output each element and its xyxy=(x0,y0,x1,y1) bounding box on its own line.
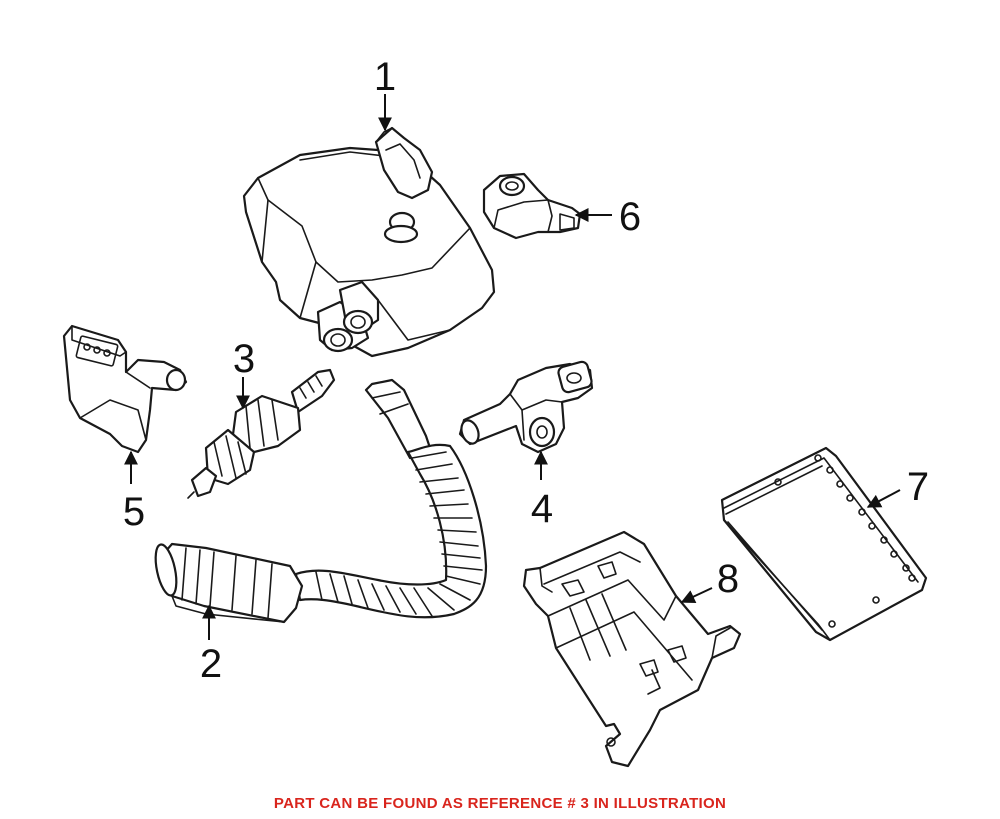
leader-8 xyxy=(680,587,713,604)
callout-1: 1 xyxy=(374,55,396,99)
footer-note: PART CAN BE FOUND AS REFERENCE # 3 IN IL… xyxy=(273,795,727,812)
leader-lines xyxy=(124,94,901,640)
callout-labels: 1 2 3 4 5 6 7 8 xyxy=(123,55,929,686)
callout-6: 6 xyxy=(619,195,641,239)
part-1-ignition-coil xyxy=(242,126,496,358)
callout-3: 3 xyxy=(233,337,255,381)
part-2-ignition-cable xyxy=(154,378,488,624)
callout-7: 7 xyxy=(907,465,929,509)
callout-8: 8 xyxy=(717,557,739,601)
part-5-camshaft-sensor xyxy=(62,324,188,454)
leader-7 xyxy=(866,489,901,508)
part-4-crank-sensor xyxy=(458,360,594,454)
part-7-control-module xyxy=(720,446,928,642)
callout-2: 2 xyxy=(200,642,222,686)
part-3-spark-plug xyxy=(187,368,336,499)
part-8-bracket xyxy=(522,530,742,768)
callout-5: 5 xyxy=(123,490,145,534)
part-6-knock-sensor xyxy=(482,172,582,240)
callout-4: 4 xyxy=(531,487,553,531)
